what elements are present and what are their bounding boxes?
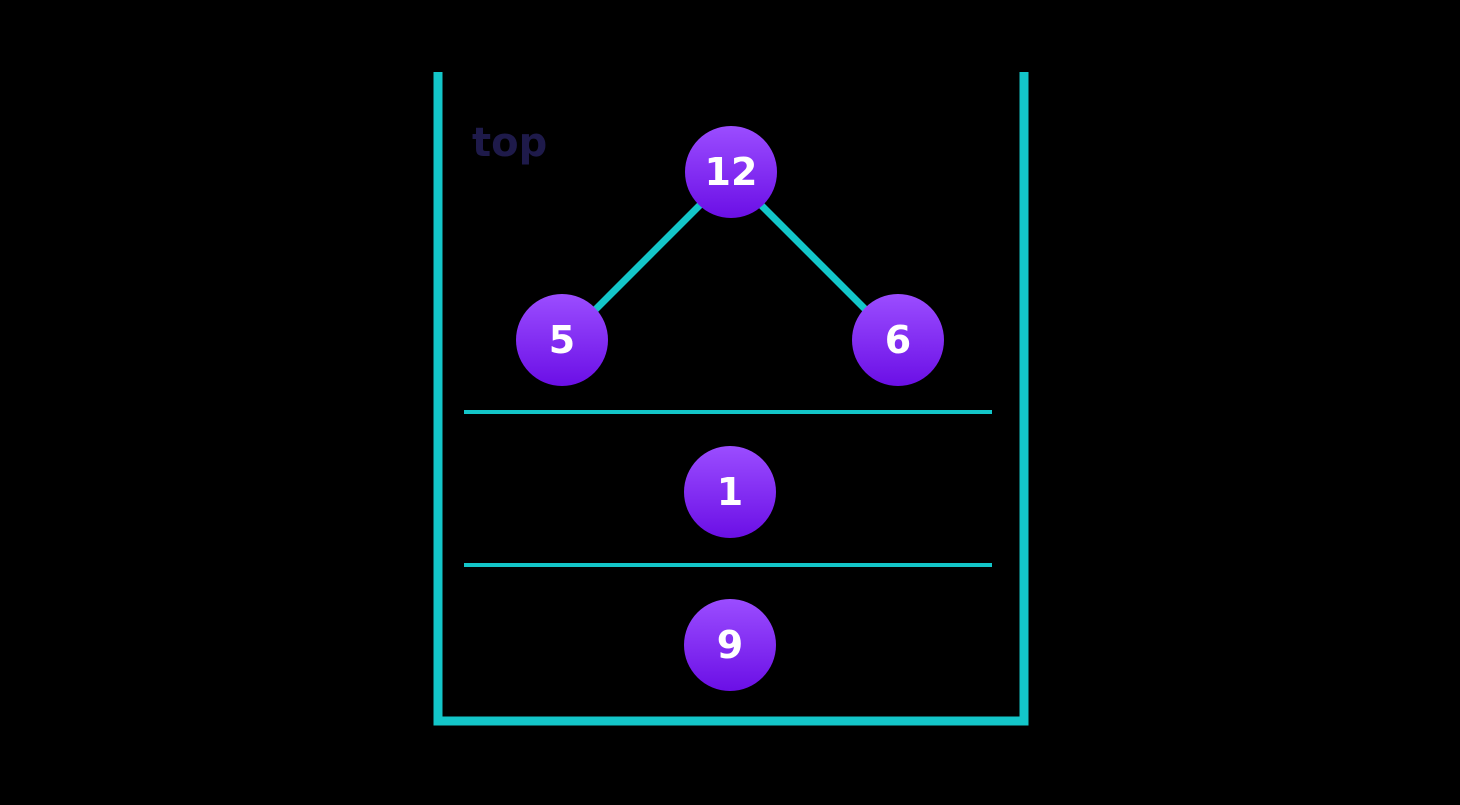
stack-item-middle: 1 [684,446,776,538]
stack-item-bottom: 9 [684,599,776,691]
top-label: top [472,120,547,166]
tree-node-left-label: 5 [549,318,575,362]
tree-node-right-label: 6 [885,318,911,362]
stack-item-middle-label: 1 [717,470,743,514]
tree-node-left: 5 [516,294,608,386]
stack-container [433,72,1029,726]
tree-node-right: 6 [852,294,944,386]
tree-edge-right [757,201,871,315]
tree-edge-left [590,201,704,315]
tree-node-root: 12 [685,126,777,218]
stack-item-bottom-label: 9 [717,623,743,667]
tree-node-root-label: 12 [705,150,758,194]
